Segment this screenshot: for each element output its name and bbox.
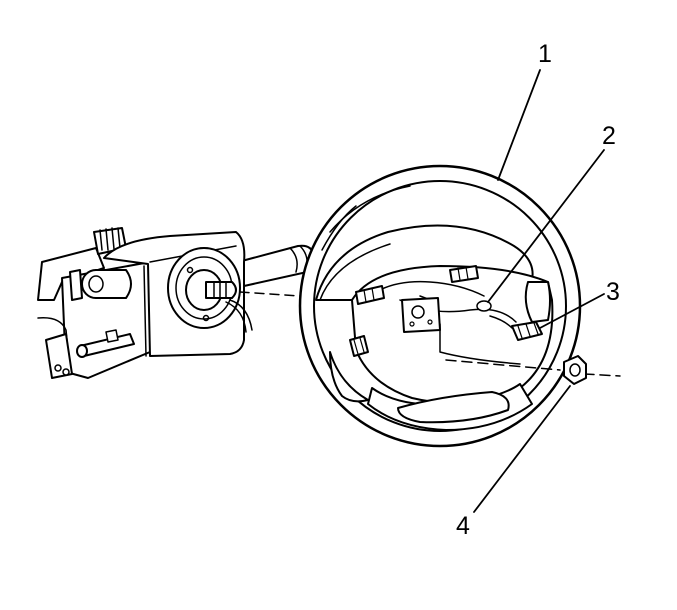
callout-leaders [473,69,605,513]
leader-line-3 [539,293,605,329]
leader-line-2 [487,149,605,303]
leader-line-4 [473,385,571,513]
retaining-nut [563,355,587,385]
callout-1: 1 [538,40,552,68]
leader-line-1 [497,69,541,181]
callout-2: 2 [602,122,616,150]
callout-3: 3 [606,278,620,306]
steering-column [37,227,317,379]
callout-4: 4 [456,512,470,540]
steering-wheel [298,164,621,448]
